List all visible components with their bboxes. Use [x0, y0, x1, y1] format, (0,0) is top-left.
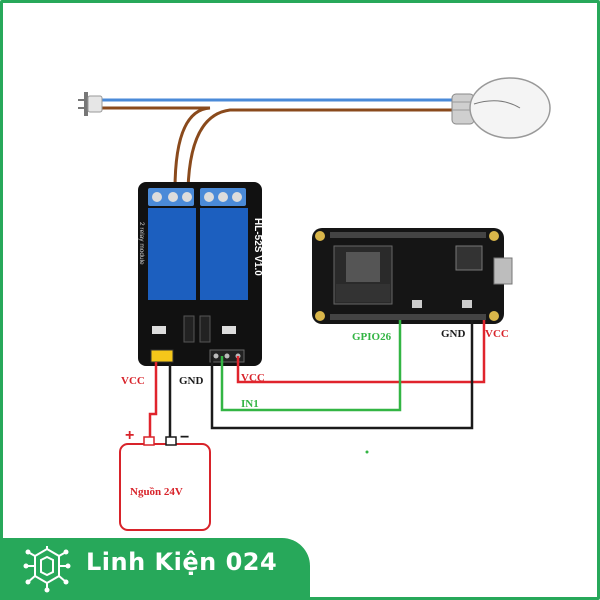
- gnd-signal-wire: [210, 320, 474, 430]
- gnd-relay-label: GND: [179, 375, 204, 387]
- supply-plus-terminal: [143, 436, 155, 446]
- power-supply-label: Nguồn 24V: [130, 486, 183, 498]
- light-bulb-icon: [451, 77, 551, 139]
- esp32-board: [312, 228, 513, 324]
- in1-label: IN1: [241, 398, 259, 410]
- brand-name: Linh Kiện 024: [86, 548, 278, 576]
- relay-model-label: HL-52S V1.0: [252, 218, 263, 276]
- minus-sign: −: [180, 429, 189, 446]
- relay-subtitle-label: 2 relay module: [138, 222, 145, 265]
- supply-vcc-wire: [148, 362, 158, 440]
- gpio26-label: GPIO26: [352, 331, 392, 343]
- relay-module: [138, 182, 262, 366]
- plug-icon: [78, 92, 103, 116]
- mains-brown-wire-plug: [102, 106, 211, 191]
- mains-brown-wire-bulb: [186, 108, 455, 191]
- stray-dot: [365, 450, 369, 454]
- power-supply-box: [119, 443, 211, 531]
- gnd-esp-label: GND: [441, 328, 466, 340]
- in1-gpio26-wire: [220, 320, 402, 412]
- vcc-relay-right-label: VCC: [241, 372, 265, 384]
- circuit-chip-icon: [23, 546, 71, 593]
- supply-minus-terminal: [165, 436, 177, 446]
- vcc-signal-wire: [236, 320, 486, 384]
- plus-sign: +: [125, 427, 134, 444]
- vcc-relay-left-label: VCC: [121, 375, 145, 387]
- vcc-esp-label: VCC: [485, 328, 509, 340]
- brand-banner: [0, 538, 310, 600]
